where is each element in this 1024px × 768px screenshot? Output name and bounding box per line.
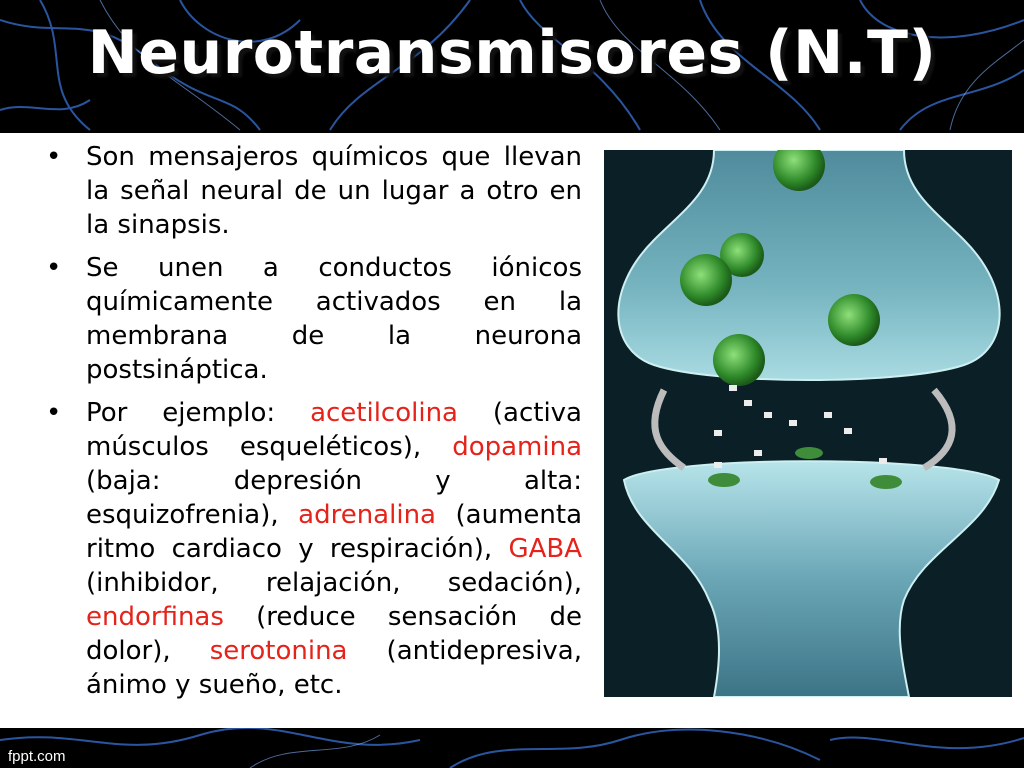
bullet-item: • Son mensajeros químicos que llevan la …: [38, 140, 582, 242]
bullet-item: • Se unen a conductos iónicos químicamen…: [38, 251, 582, 387]
bullet-text: Por ejemplo:: [86, 398, 311, 428]
bullet-text: Se unen a conductos iónicos químicamente…: [86, 253, 582, 385]
keyword-serotonina: serotonina: [209, 636, 348, 666]
keyword-dopamina: dopamina: [452, 432, 582, 462]
bullet-text: (baja: depresión y alta: esquizofrenia),: [86, 466, 582, 530]
keyword-acetilcolina: acetilcolina: [310, 398, 458, 428]
keyword-adrenalina: adrenalina: [298, 500, 436, 530]
bullet-marker: •: [46, 142, 62, 172]
bullet-marker: •: [46, 398, 62, 428]
bullet-text: (reduce sensación de dolor),: [86, 602, 582, 666]
bullet-text: (activa músculos esqueléticos),: [86, 398, 582, 462]
footer-brand: fppt.com: [8, 748, 66, 765]
bullet-text: (aumenta ritmo cardiaco y respiración),: [86, 500, 582, 564]
bullet-item: • Por ejemplo: acetilcolina (activa músc…: [38, 396, 582, 702]
bullet-text: Son mensajeros químicos que llevan la se…: [86, 142, 582, 240]
bullet-list: • Son mensajeros químicos que llevan la …: [38, 140, 582, 711]
keyword-endorfinas: endorfinas: [86, 602, 224, 632]
bullet-text: (inhibidor, relajación, sedación),: [86, 568, 582, 598]
keyword-gaba: GABA: [508, 534, 582, 564]
bullet-text: (antidepresiva, ánimo y sueño, etc.: [86, 636, 582, 700]
bullet-marker: •: [46, 253, 62, 283]
slide-title: Neurotransmisores (N.T): [87, 18, 937, 88]
synapse-illustration: [604, 150, 1012, 697]
